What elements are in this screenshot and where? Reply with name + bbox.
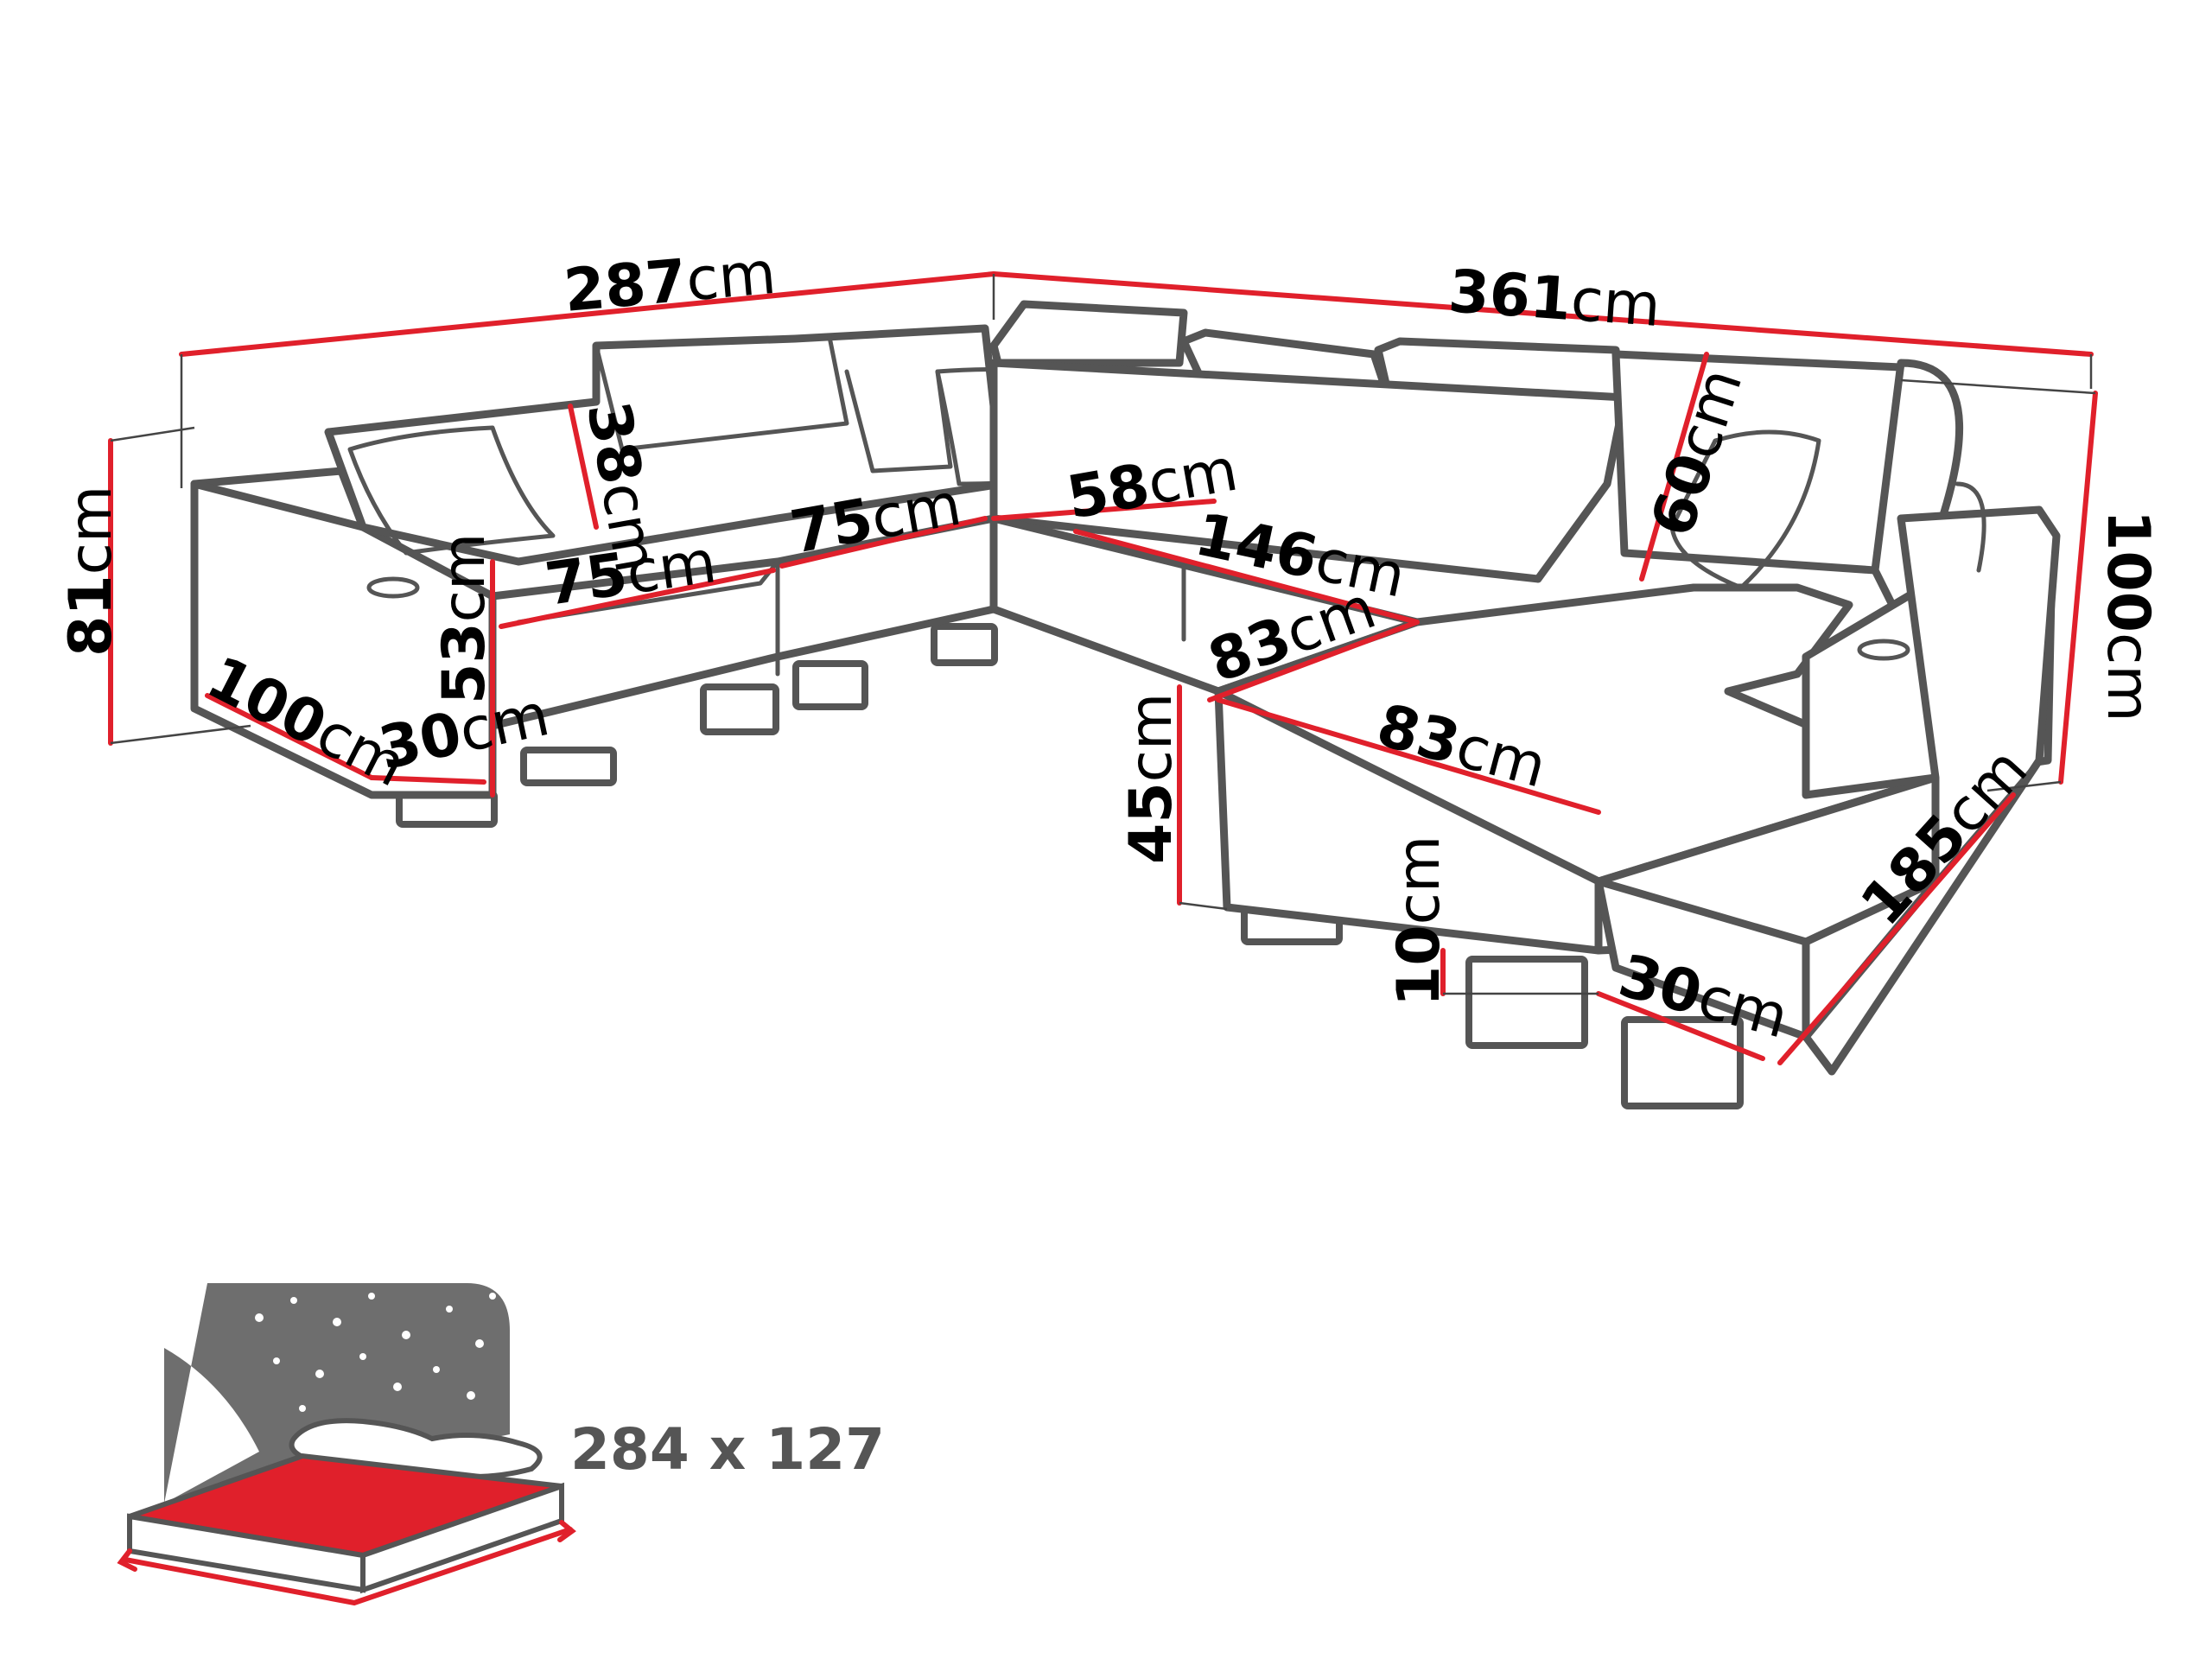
dim-label-height-right: 100cm — [2094, 510, 2162, 722]
left-sofa-section — [190, 324, 1065, 799]
dim-label-height-left: 81cm — [57, 486, 125, 657]
right-chaise-section — [366, 350, 2061, 1076]
dim-label-seat-height-left: 53cm — [430, 533, 499, 704]
dim-label-seat1-width: 75cm — [541, 528, 720, 620]
dim-label-seat-height-right: 45cm — [1117, 693, 1185, 864]
dim-label-seat2-width: 75cm — [785, 471, 966, 568]
sofa-legs — [396, 623, 1744, 1109]
stars — [187, 1293, 496, 1446]
extension-lines — [110, 274, 2096, 995]
dim-label-armrest-left: 30cm — [373, 681, 555, 783]
bed-with-night-sky-icon — [117, 1283, 576, 1606]
dim-label-total-width-left: 287cm — [562, 239, 779, 326]
middle-sofa-section — [989, 300, 1629, 696]
bed-size-label: 284 x 127 — [570, 1416, 885, 1483]
red-dimension-lines — [108, 271, 2098, 1065]
dim-label-leg-height: 10cm — [1385, 836, 1453, 1007]
dim-label-corner-width: 58cm — [1062, 436, 1243, 533]
sofa-drawing — [190, 300, 2061, 1109]
dim-label-headrest-left: 38cm — [573, 397, 670, 577]
dim-label-total-width-right: 361cm — [1446, 257, 1663, 340]
